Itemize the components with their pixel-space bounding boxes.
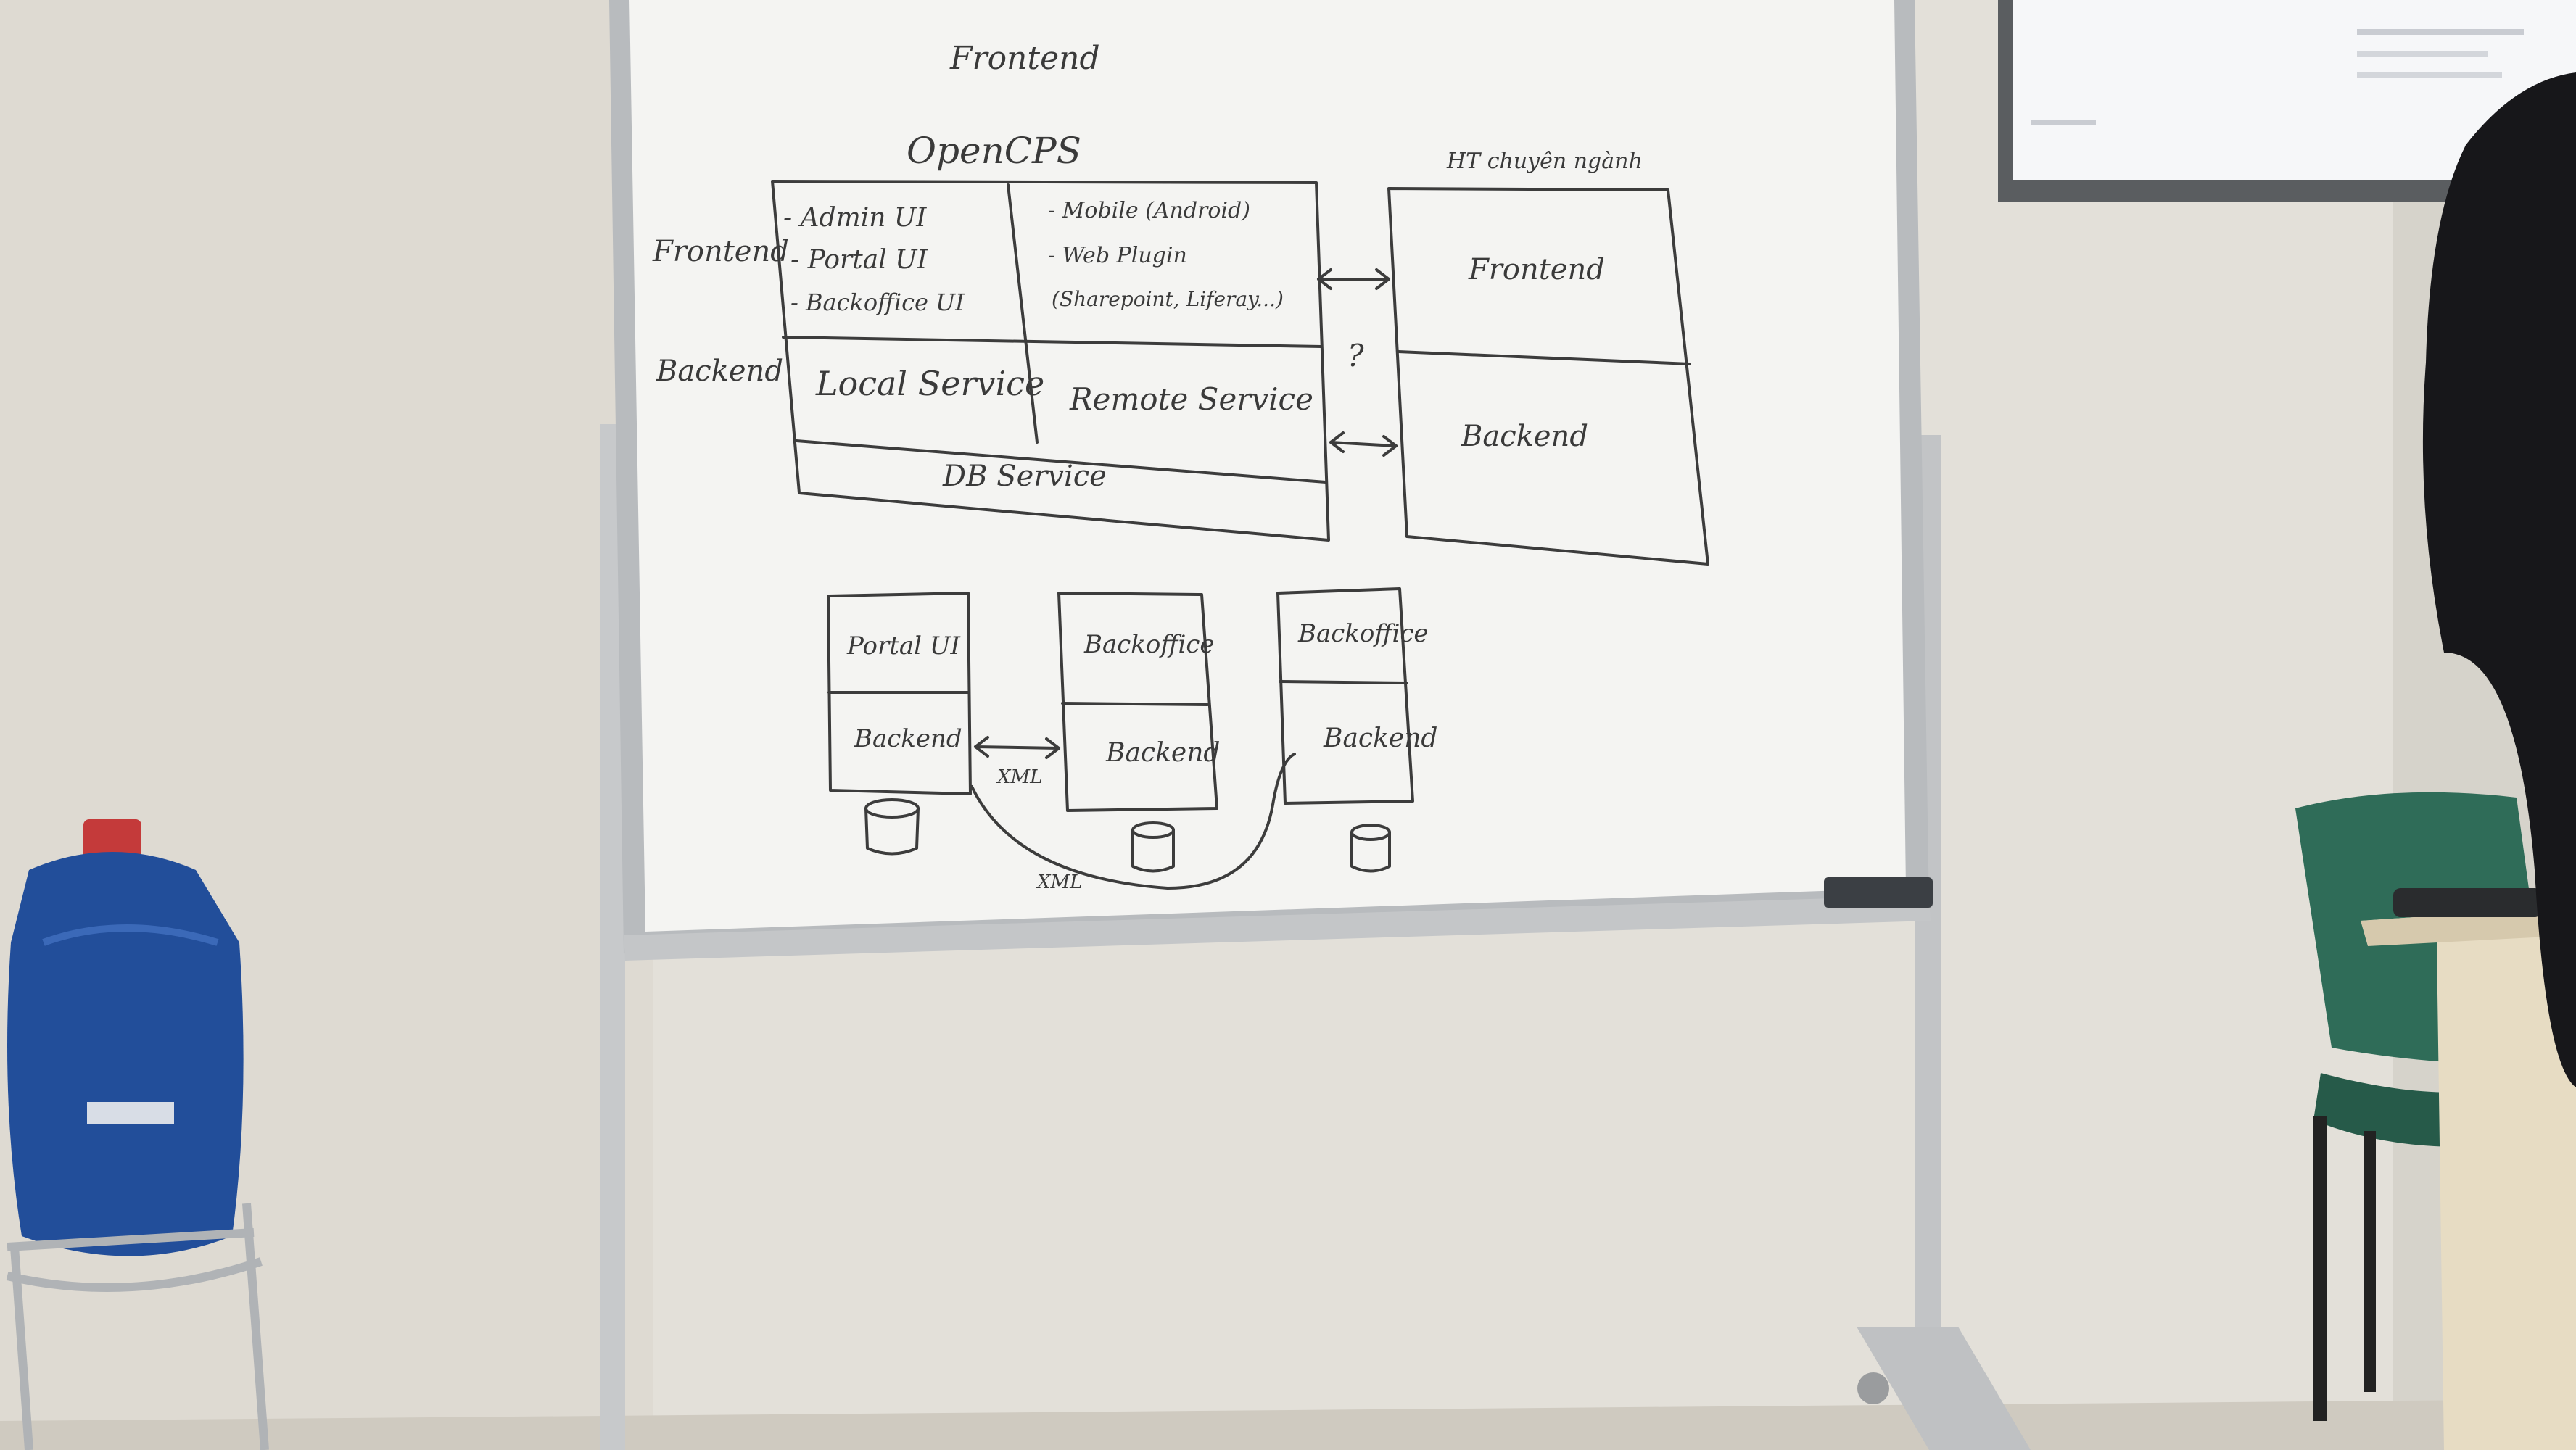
marker xyxy=(1824,877,1933,908)
water-bottle xyxy=(7,819,244,1256)
top-frontend-label: Frontend xyxy=(949,40,1100,77)
row-label-frontend: Frontend xyxy=(652,235,789,268)
node2-top: Backoffice xyxy=(1083,630,1215,659)
laptop xyxy=(2393,888,2542,917)
node3-bottom: Backend xyxy=(1323,724,1437,753)
remote-service: Remote Service xyxy=(1069,381,1313,417)
node-backoffice-1: Backoffice Backend xyxy=(1057,592,1220,873)
row-label-backend: Backend xyxy=(656,355,783,388)
node1-top: Portal UI xyxy=(846,631,960,660)
external-system-title: HT chuyên ngành xyxy=(1446,149,1643,174)
fe-right-3: (Sharepoint, Liferay...) xyxy=(1052,287,1284,311)
opencps-box xyxy=(771,180,1330,542)
node3-top: Backoffice xyxy=(1297,619,1429,648)
node1-bottom: Backend xyxy=(854,724,962,753)
desk xyxy=(2361,888,2576,1450)
xml-link-2 xyxy=(970,753,1296,890)
whiteboard: Frontend OpenCPS Frontend Backend - Admi… xyxy=(609,0,1933,961)
xml-label-1: XML xyxy=(996,766,1042,788)
question-mark: ? xyxy=(1347,338,1364,373)
local-service: Local Service xyxy=(815,364,1044,403)
bottle-stand xyxy=(6,1203,269,1450)
xml-link-1 xyxy=(974,736,1060,759)
node-portal: Portal UI Backend xyxy=(827,592,972,856)
xml-label-2: XML xyxy=(1036,871,1082,893)
external-frontend: Frontend xyxy=(1468,253,1605,286)
fe-left-2: - Portal UI xyxy=(790,245,928,275)
fe-right-2: - Web Plugin xyxy=(1048,243,1187,268)
external-backend: Backend xyxy=(1461,420,1588,453)
arrow-frontend xyxy=(1317,268,1390,290)
fe-left-3: - Backoffice UI xyxy=(790,289,965,316)
node-backoffice-2: Backoffice Backend xyxy=(1276,587,1437,873)
person xyxy=(2422,72,2576,1088)
fe-left-1: - Admin UI xyxy=(783,203,927,233)
fe-right-1: - Mobile (Android) xyxy=(1048,198,1250,223)
marker-tray xyxy=(624,895,1931,961)
arrow-backend xyxy=(1329,431,1398,457)
opencps-title: OpenCPS xyxy=(907,130,1081,172)
node2-bottom: Backend xyxy=(1105,738,1220,768)
external-system-box xyxy=(1387,187,1709,566)
db-service: DB Service xyxy=(942,460,1107,493)
